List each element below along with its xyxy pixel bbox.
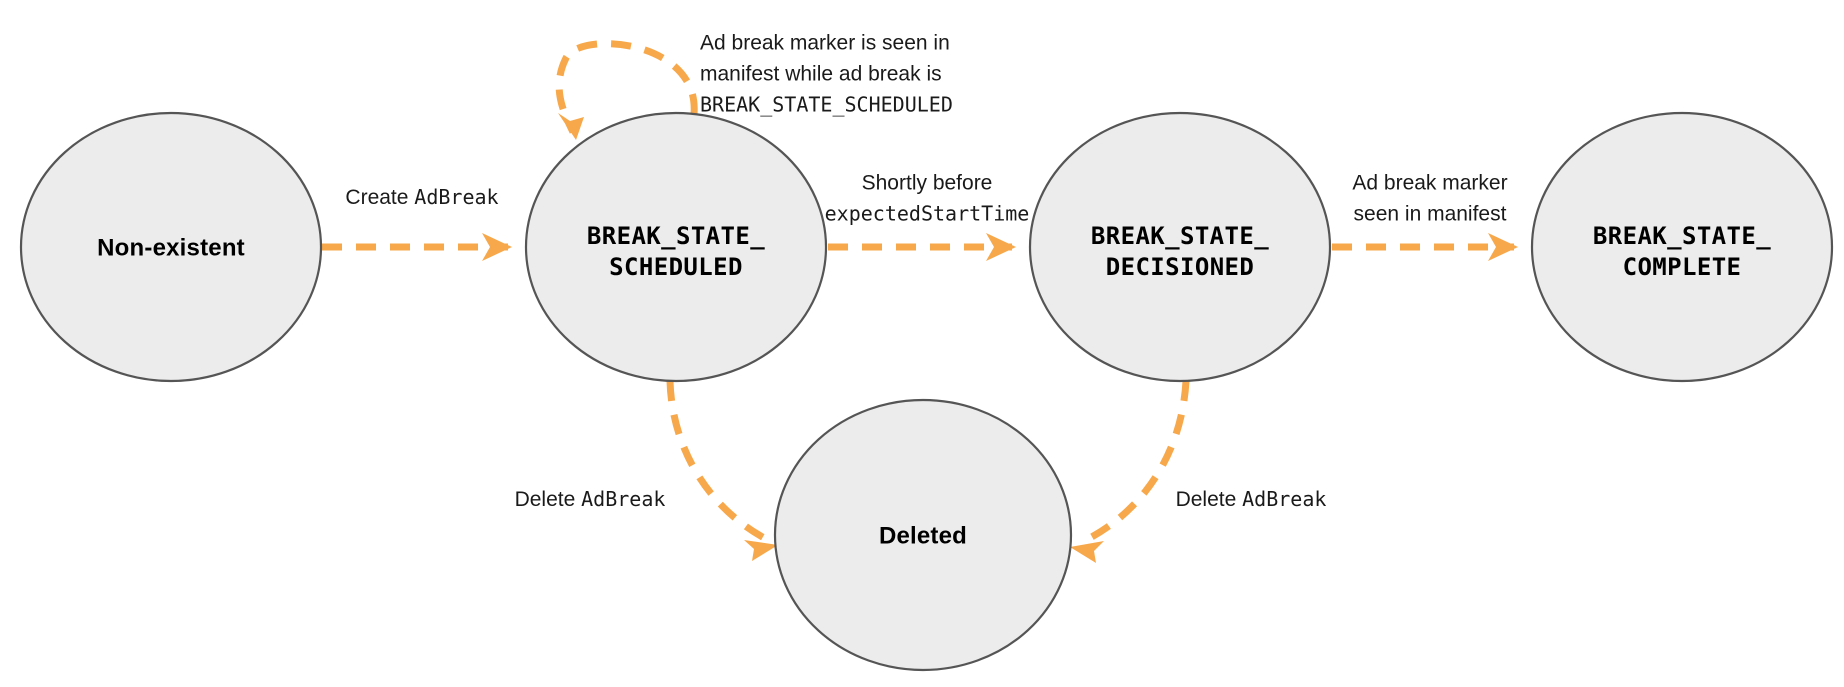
edge-create-adbreak [322, 233, 512, 261]
edge-label-delete-from-scheduled: Delete AdBreak [515, 487, 666, 511]
svg-text:Delete AdBreak: Delete AdBreak [1176, 487, 1327, 511]
edge-label-create-adbreak: Create AdBreak [345, 185, 498, 209]
edge-label-marker-seen-line2: seen in manifest [1354, 203, 1507, 226]
edge-label-delete-from-decisioned: Delete AdBreak [1176, 487, 1327, 511]
node-deleted[interactable]: Deleted [773, 398, 1073, 672]
node-break-state-decisioned-label-line2: DECISIONED [1106, 253, 1255, 281]
edge-label-marker-seen-in-manifest: Ad break marker seen in manifest [1352, 172, 1507, 226]
edge-label-delete-decisioned-mono: AdBreak [1242, 487, 1326, 511]
edge-label-self-loop-line2: manifest while ad break is [700, 63, 942, 86]
node-break-state-scheduled-label-line2: SCHEDULED [609, 253, 743, 281]
edge-ad-break-marker-seen-in-manifest [1332, 233, 1518, 261]
edge-marker-seen-arrowhead [1488, 233, 1518, 261]
edge-self-loop-scheduled-line [555, 40, 698, 134]
node-break-state-scheduled[interactable]: BREAK_STATE_ SCHEDULED [524, 111, 828, 383]
edge-self-loop-scheduled [555, 40, 698, 140]
edge-label-self-loop-line3-mono: BREAK_STATE_SCHEDULED [700, 93, 953, 117]
edge-label-delete-scheduled-plain: Delete [515, 488, 582, 511]
edge-label-self-loop-line1: Ad break marker is seen in [700, 32, 950, 55]
edge-delete-from-scheduled-arrowhead [744, 540, 778, 561]
svg-text:Create AdBreak: Create AdBreak [345, 185, 498, 209]
edge-label-create-adbreak-plain: Create [345, 186, 414, 209]
node-break-state-complete[interactable]: BREAK_STATE_ COMPLETE [1530, 111, 1834, 383]
edge-delete-from-decisioned-line [1080, 380, 1190, 546]
edge-label-self-loop-scheduled: Ad break marker is seen in manifest whil… [700, 32, 953, 117]
edge-delete-from-scheduled-line [666, 380, 770, 544]
node-break-state-scheduled-label-line1: BREAK_STATE_ [587, 222, 765, 250]
edge-create-adbreak-arrowhead [482, 233, 512, 261]
node-break-state-scheduled-shape[interactable] [524, 111, 828, 383]
edge-delete-from-decisioned-arrowhead [1070, 541, 1104, 563]
node-non-existent-shape[interactable] [19, 111, 323, 383]
edge-self-loop-scheduled-arrowhead [558, 113, 584, 140]
node-deleted-label: Deleted [879, 522, 967, 549]
node-break-state-complete-label-line1: BREAK_STATE_ [1593, 222, 1771, 250]
edge-label-delete-scheduled-mono: AdBreak [581, 487, 665, 511]
node-non-existent[interactable]: Non-existent [19, 111, 323, 383]
node-non-existent-label: Non-existent [97, 234, 245, 261]
edge-label-shortly-before: Shortly before expectedStartTime [825, 172, 1030, 226]
edge-label-delete-decisioned-plain: Delete [1176, 488, 1243, 511]
edge-shortly-before-arrowhead [986, 233, 1016, 261]
node-break-state-decisioned[interactable]: BREAK_STATE_ DECISIONED [1028, 111, 1332, 383]
edge-label-marker-seen-line1: Ad break marker [1352, 172, 1507, 195]
node-break-state-complete-shape[interactable] [1530, 111, 1834, 383]
edge-delete-adbreak-from-decisioned [1070, 380, 1190, 563]
edge-label-shortly-before-mono: expectedStartTime [825, 202, 1030, 226]
node-break-state-complete-label-line2: COMPLETE [1623, 253, 1742, 281]
edge-label-create-adbreak-mono: AdBreak [414, 185, 498, 209]
edge-shortly-before-expectedstarttime [828, 233, 1016, 261]
node-deleted-shape[interactable] [773, 398, 1073, 672]
svg-text:Delete AdBreak: Delete AdBreak [515, 487, 666, 511]
edge-label-shortly-before-plain: Shortly before [862, 172, 993, 195]
edge-delete-adbreak-from-scheduled [666, 380, 778, 561]
node-break-state-decisioned-shape[interactable] [1028, 111, 1332, 383]
node-break-state-decisioned-label-line1: BREAK_STATE_ [1091, 222, 1269, 250]
